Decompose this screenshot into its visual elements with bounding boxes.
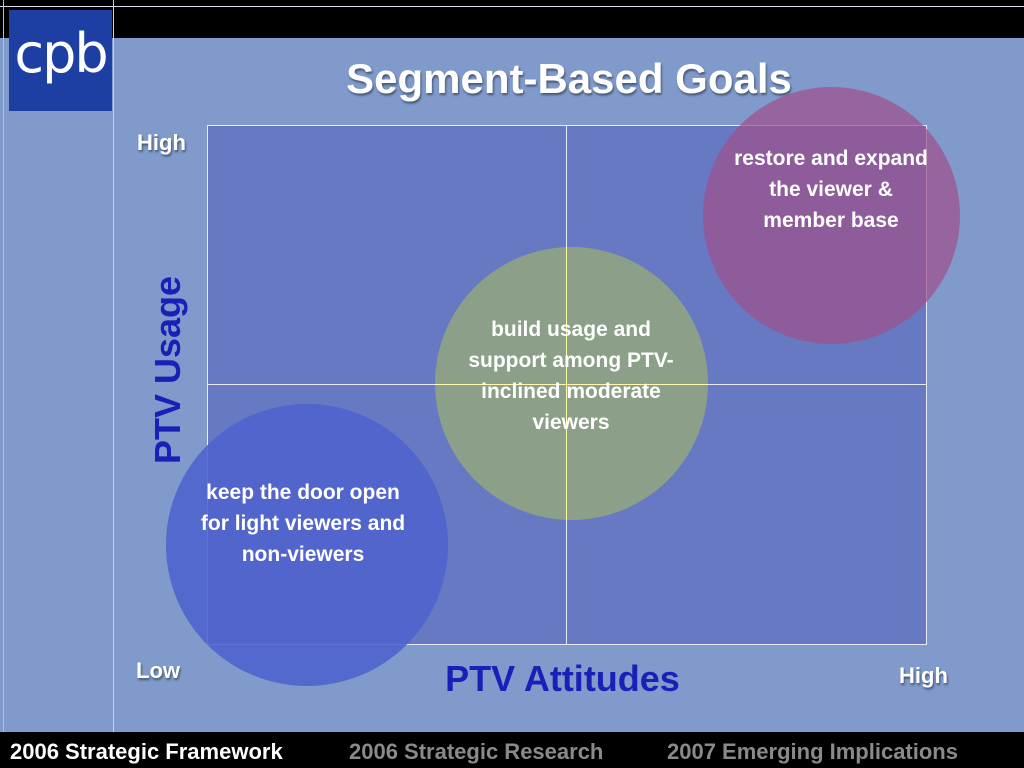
axis-low-label: Low [136,658,180,683]
moderate-circle-divider-vertical [566,247,567,520]
left-margin-rule [113,0,114,732]
x-axis-title: PTV Attitudes [445,658,680,699]
footer-nav: 2006 Strategic Framework 2006 Strategic … [0,732,1024,768]
footer-item-strategic-research[interactable]: 2006 Strategic Research [349,739,604,764]
cpb-logo: cpb [9,10,112,111]
segment-label-moderate: build usage and support among PTV-inclin… [468,318,674,434]
footer-item-emerging-implications[interactable]: 2007 Emerging Implications [667,739,958,764]
footer-item-strategic-framework[interactable]: 2006 Strategic Framework [10,739,283,764]
segment-circle-moderate [435,247,708,520]
y-axis-title: PTV Usage [147,275,188,465]
slide-title: Segment-Based Goals [346,55,792,102]
x-axis-high-label: High [899,663,948,688]
segment-label-high: restore and expand the viewer & member b… [734,147,928,232]
y-axis-high-label: High [137,130,186,155]
segment-circle-high [703,87,960,344]
moderate-circle-divider-horizontal [435,384,708,385]
left-margin-rule-outer [3,0,4,732]
segment-label-low: keep the door open for light viewers and… [200,481,406,566]
segment-circle-low [166,404,448,686]
logo-text: cpb [14,22,108,85]
top-bar-rule [0,6,1024,7]
